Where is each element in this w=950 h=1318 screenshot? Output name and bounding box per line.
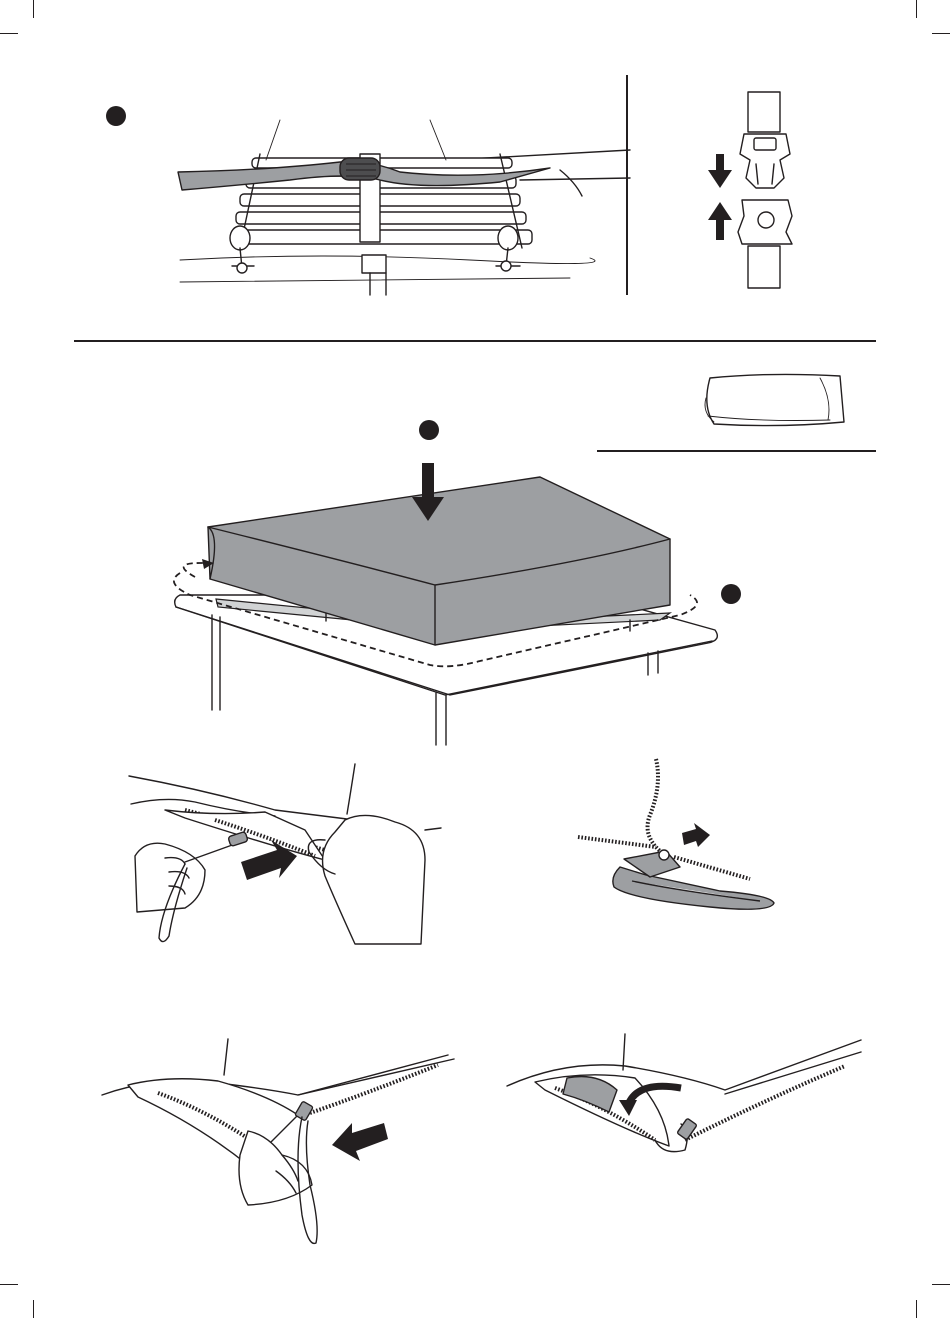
buckle-icon: [340, 158, 380, 180]
zipper-pull-icon: [677, 1118, 697, 1140]
crop-mark-top-left-v: [33, 0, 34, 18]
step-bullet-icon: [419, 420, 439, 440]
push-arrow-icon: [682, 823, 710, 847]
hand-pull-zipper-illustration: [98, 1035, 458, 1250]
buckle-icon: [738, 134, 792, 288]
up-arrow-icon: [708, 202, 732, 240]
hands-zipper-illustration: [125, 760, 455, 950]
buckle-detail-illustration: [700, 92, 810, 292]
zipper-pull-icon: [613, 850, 774, 909]
down-arrow-icon: [708, 154, 732, 188]
push-arrow-icon: [332, 1123, 388, 1161]
crop-mark-bottom-right-h: [932, 1284, 950, 1285]
zipper-tuck-illustration: [505, 1030, 865, 1170]
zipper-detail-illustration: [570, 755, 790, 925]
bed-frame-strap-illustration: [170, 120, 630, 300]
inset-underline: [597, 450, 876, 452]
hand: [239, 1131, 312, 1205]
crop-mark-top-right-h: [932, 33, 950, 34]
crop-mark-bottom-left-h: [0, 1284, 18, 1285]
step-bullet-icon: [106, 106, 126, 126]
section-divider: [74, 340, 876, 342]
mattress-cover-icon: [700, 370, 850, 430]
crop-mark-top-right-v: [916, 0, 917, 18]
mattress-on-table-illustration: [160, 455, 740, 745]
bed-frame: [230, 120, 532, 295]
right-hand: [308, 764, 441, 944]
crop-mark-bottom-left-v: [33, 1300, 34, 1318]
crop-mark-bottom-right-v: [916, 1300, 917, 1318]
crop-mark-top-left-h: [0, 33, 18, 34]
left-hand: [135, 843, 205, 912]
